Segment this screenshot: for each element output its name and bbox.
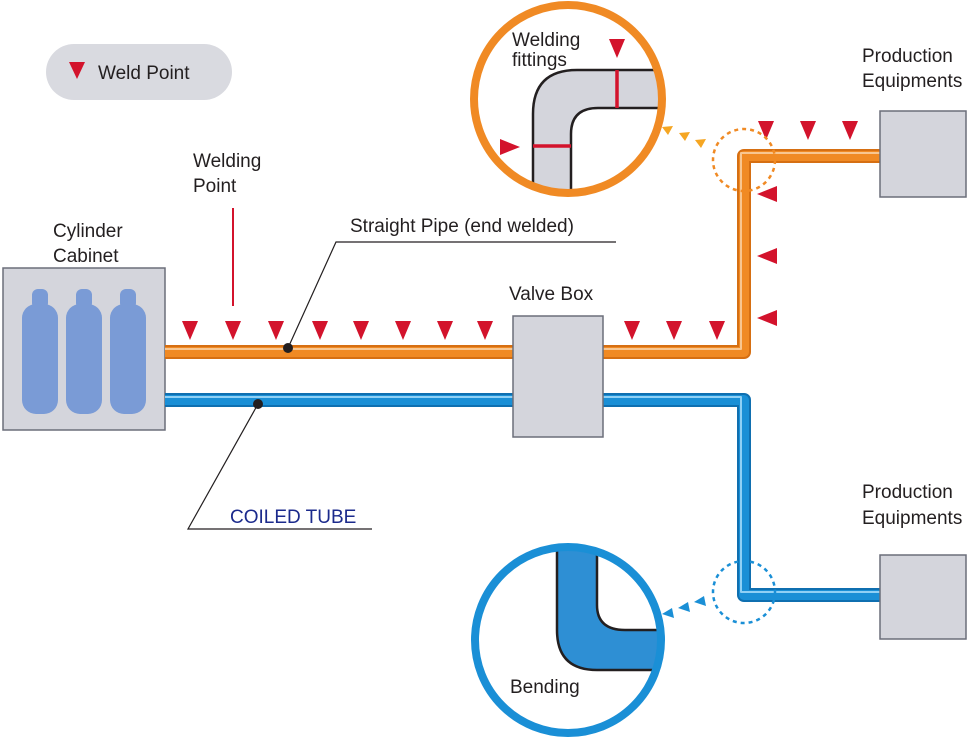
fitting-zoom-arrows <box>662 126 706 148</box>
weld-marker <box>842 121 858 140</box>
weld-marker <box>757 248 777 264</box>
welding-point-label-line1: Welding <box>193 151 261 172</box>
cylinder-cabinet <box>2 267 166 431</box>
weld-marker <box>477 321 493 340</box>
cylinder-cabinet-label-line1: Cylinder <box>53 221 123 242</box>
straight-pipe <box>165 149 880 359</box>
coiled-tube-label: COILED TUBE <box>230 507 356 528</box>
weld-marker <box>666 321 682 340</box>
gas-cylinder <box>22 289 58 414</box>
weld-marker <box>800 121 816 140</box>
weld-marker <box>757 310 777 326</box>
legend-label: Weld Point <box>98 63 190 84</box>
weld-marker <box>500 139 520 155</box>
production-top-label-line2: Equipments <box>862 71 962 92</box>
production-top-label-line1: Production <box>862 46 953 67</box>
welding-point-label-line2: Point <box>193 176 237 197</box>
legend-background <box>46 44 232 100</box>
welding-fittings-label-line2: fittings <box>512 50 567 71</box>
weld-marker <box>225 321 241 340</box>
bend-zoom-arrows <box>662 596 706 618</box>
coiled-tube-callout <box>186 399 372 530</box>
weld-fitting-highlight <box>711 127 777 193</box>
weld-marker <box>758 121 774 140</box>
bending-zoom <box>471 543 665 737</box>
valve-box-label: Valve Box <box>509 284 594 305</box>
gas-cylinder <box>110 289 146 414</box>
weld-marker <box>395 321 411 340</box>
welding-fittings-label-line1: Welding <box>512 30 580 51</box>
coiled-tube <box>165 393 880 602</box>
gas-cylinder <box>66 289 102 414</box>
weld-marker <box>609 39 625 58</box>
weld-marker <box>353 321 369 340</box>
legend: Weld Point <box>46 44 232 100</box>
weld-marker <box>312 321 328 340</box>
cylinder-cabinet-label-line2: Cabinet <box>53 246 119 267</box>
weld-point-marker-icon <box>69 62 85 79</box>
production-bottom-label-line2: Equipments <box>862 508 962 529</box>
weld-marker <box>182 321 198 340</box>
bend-highlight <box>711 559 777 625</box>
production-equipment-bottom <box>879 554 967 640</box>
production-equipment-top <box>879 110 967 198</box>
production-bottom-label-line1: Production <box>862 482 953 503</box>
weld-marker <box>437 321 453 340</box>
weld-marker <box>709 321 725 340</box>
weld-markers-vertical <box>757 186 777 326</box>
weld-marker <box>624 321 640 340</box>
valve-box <box>512 315 604 438</box>
straight-pipe-label: Straight Pipe (end welded) <box>350 216 574 237</box>
straight-pipe-callout <box>283 241 616 353</box>
bending-label: Bending <box>510 677 580 698</box>
weld-markers-horizontal <box>182 121 858 340</box>
weld-marker <box>757 186 777 202</box>
weld-marker <box>268 321 284 340</box>
welding-fittings-zoom <box>470 1 666 197</box>
